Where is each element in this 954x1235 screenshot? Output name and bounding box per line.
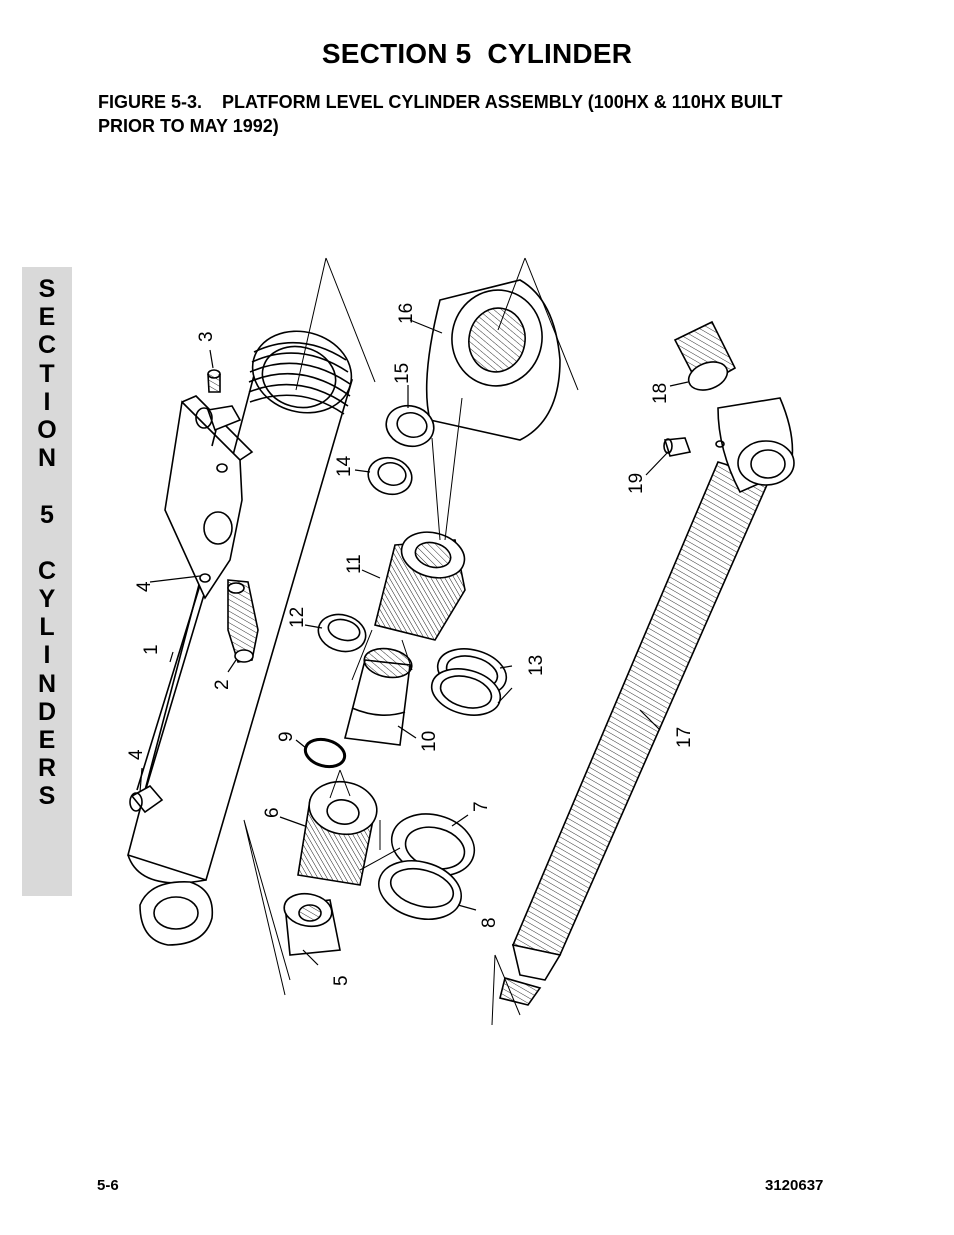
- side-tab-letter: N: [37, 669, 57, 698]
- figure-title-line-2: PRIOR TO MAY 1992): [98, 116, 279, 136]
- side-tab-letter: 5: [40, 500, 54, 529]
- spacer-tube: [343, 647, 413, 746]
- side-tab-letter: D: [37, 697, 57, 726]
- side-tab-letter: Y: [38, 585, 56, 614]
- section-title: SECTION 5 CYLINDER: [321, 38, 633, 69]
- callout-15: 15: [392, 363, 413, 384]
- side-tab-letter: E: [38, 726, 56, 754]
- side-tab-letters: S E C T I O N 5 C Y L I N D E R S: [22, 275, 72, 811]
- section-side-tab: S E C T I O N 5 C Y L I N D E R S: [22, 267, 72, 896]
- callout-11: 11: [344, 554, 365, 574]
- side-tab-letter: E: [38, 303, 56, 332]
- set-screw: [207, 369, 221, 393]
- wear-ring: [317, 613, 367, 653]
- callout-19: 19: [626, 473, 647, 494]
- leader-lines: [139, 319, 689, 966]
- callout-5: 5: [331, 975, 352, 986]
- side-tab-letter: O: [37, 415, 57, 444]
- callout-13: 13: [526, 655, 547, 676]
- callout-6: 6: [262, 807, 283, 818]
- rod-end: [715, 397, 795, 494]
- callout-4b: 4: [126, 749, 147, 760]
- piston-seal: [377, 860, 463, 920]
- figure-title-line-1: FIGURE 5-3. PLATFORM LEVEL CYLINDER ASSE…: [98, 92, 783, 112]
- callout-14: 14: [334, 455, 355, 477]
- cylinder-head: [425, 279, 561, 441]
- piston-seals: [430, 648, 508, 716]
- callout-4: 4: [134, 581, 155, 592]
- wiper-seal: [385, 404, 435, 448]
- callout-9: 9: [276, 731, 297, 742]
- assembly-guide-lines: [243, 257, 579, 1026]
- callout-16: 16: [396, 303, 417, 324]
- side-tab-letter: N: [37, 444, 57, 473]
- callout-2: 2: [212, 679, 233, 690]
- rod-end-bushing: [673, 320, 737, 391]
- counterbalance-valve: [227, 579, 259, 663]
- grease-fitting: [663, 437, 692, 457]
- side-tab-letter: S: [38, 782, 56, 811]
- side-tab-letter: R: [37, 754, 57, 783]
- callout-1: 1: [141, 644, 162, 655]
- o-ring: [303, 737, 347, 769]
- piston-rod: [499, 461, 772, 1006]
- callout-10: 10: [419, 731, 440, 752]
- callout-7: 7: [471, 801, 492, 812]
- bushing: [283, 892, 341, 956]
- side-tab-letter: S: [38, 275, 56, 303]
- side-tab-letter: C: [37, 331, 57, 360]
- side-tab-letter: I: [43, 641, 51, 670]
- figure-title: FIGURE 5-3. PLATFORM LEVEL CYLINDER ASSE…: [98, 90, 858, 138]
- page-number: 5-6: [97, 1177, 119, 1194]
- callout-labels: 1 2 3 4 4 5 6 7 8 9 10 11 12 13 14 15 16…: [126, 303, 695, 986]
- callout-8: 8: [479, 917, 500, 928]
- piston: [374, 531, 466, 641]
- callout-18: 18: [650, 383, 671, 404]
- lock-nut: [297, 780, 378, 886]
- callout-3: 3: [196, 331, 217, 342]
- rod-seal: [367, 456, 413, 496]
- callout-12: 12: [287, 607, 308, 628]
- side-tab-letter: L: [39, 613, 55, 642]
- document-number: 3120637: [765, 1177, 824, 1194]
- side-tab-letter: C: [37, 556, 57, 585]
- side-tab-letter: T: [39, 359, 55, 388]
- callout-17: 17: [674, 727, 695, 748]
- side-tab-letter: I: [43, 387, 51, 416]
